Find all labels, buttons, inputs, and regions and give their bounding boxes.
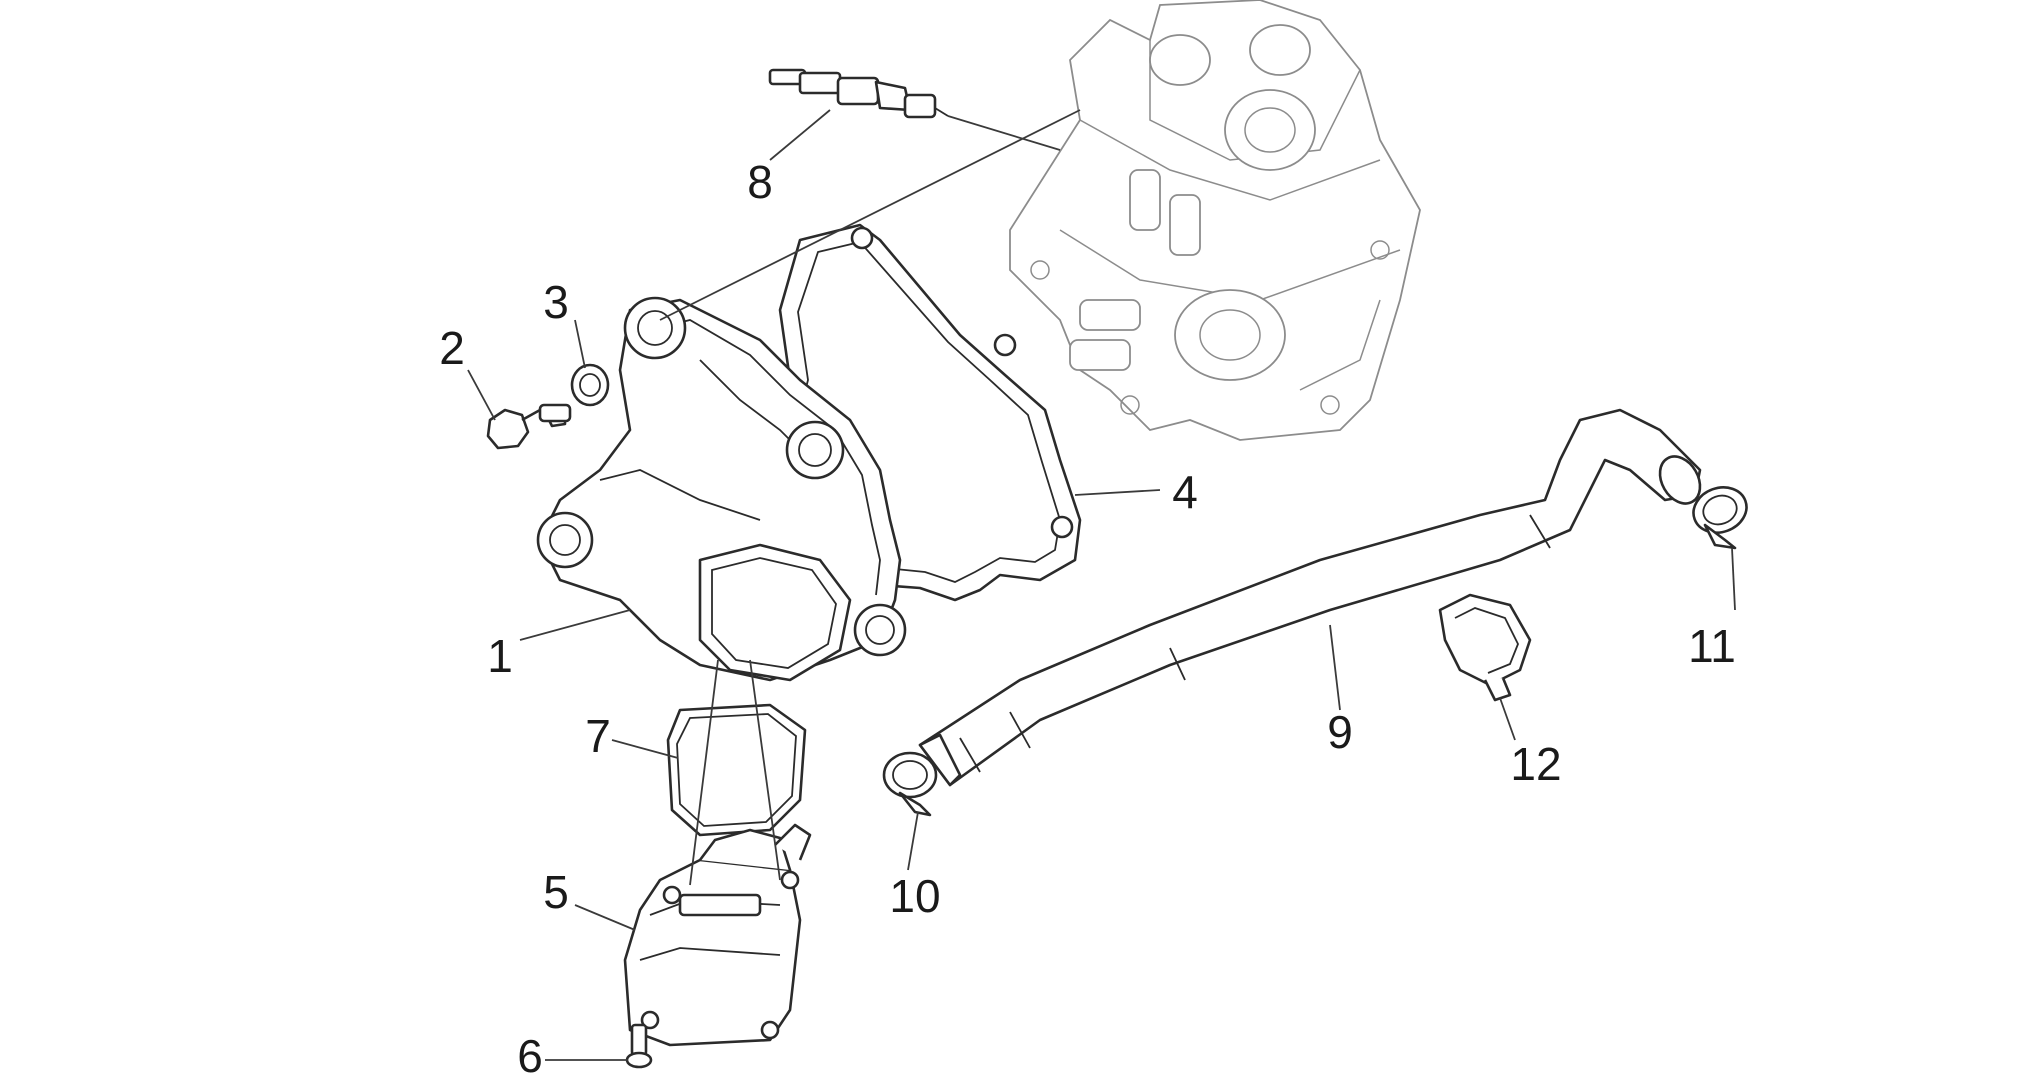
valve-cover-part [536,296,907,682]
screw-part [625,1023,653,1069]
part-label-1: 1 [487,630,513,682]
part-label-11: 11 [1688,620,1736,672]
part-label-9: 9 [1327,706,1353,758]
leader-lines [467,109,1736,1061]
part-label-3: 3 [543,276,569,328]
part-label-10: 10 [889,870,940,922]
part-label-2: 2 [439,322,465,374]
breather-housing-part [623,823,812,1047]
part-label-5: 5 [543,866,569,918]
part-label-4: 4 [1172,466,1198,518]
spark-plug-part [768,68,949,119]
bolt-part [486,403,572,450]
part-labels: 1 2 3 4 5 6 7 8 9 10 11 12 [439,156,1736,1076]
hose-clamp-11-part [1692,486,1748,550]
cylinder-head-part [1009,0,1421,441]
washer-part [570,363,610,407]
part-label-8: 8 [747,156,773,208]
part-label-7: 7 [585,710,611,762]
hose-clamp-10-part [882,751,938,817]
part-label-12: 12 [1510,738,1561,790]
o-ring-seal-part [666,703,807,837]
breather-hose-part [918,408,1702,787]
part-label-6: 6 [517,1030,543,1076]
hose-clamp-12-part [1438,593,1532,702]
